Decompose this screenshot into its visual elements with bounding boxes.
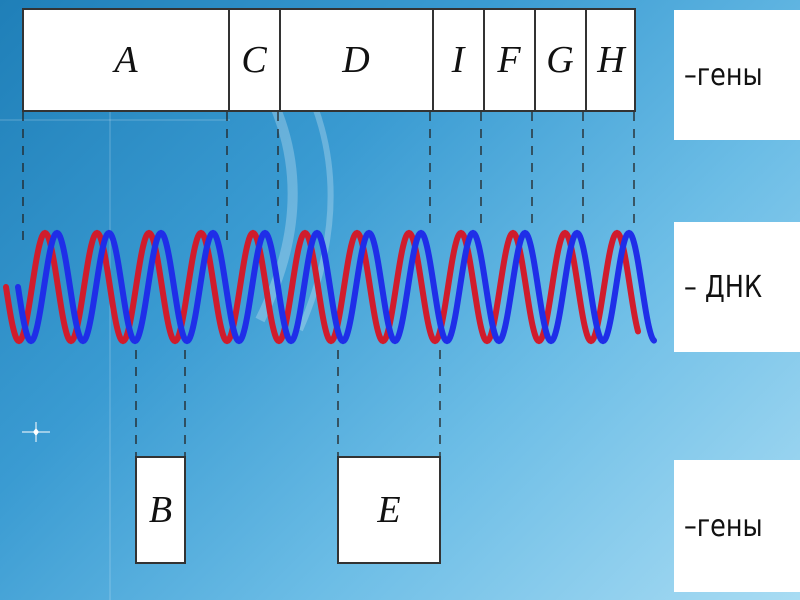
dna-strand-red bbox=[3, 229, 641, 345]
label-genes-top: –гены bbox=[674, 10, 800, 140]
gene-e: E bbox=[337, 456, 441, 564]
gene-divider bbox=[483, 10, 485, 110]
gene-divider bbox=[585, 10, 587, 110]
gene-f: F bbox=[497, 39, 521, 81]
dna-strand-blue bbox=[15, 229, 657, 345]
label-genes-bottom: –гены bbox=[674, 460, 800, 592]
gene-divider bbox=[534, 10, 536, 110]
gene-a: A bbox=[114, 39, 138, 81]
gene-d: D bbox=[342, 39, 370, 81]
gene-divider bbox=[228, 10, 230, 110]
gene-h: H bbox=[597, 39, 625, 81]
gene-i: I bbox=[451, 39, 465, 81]
gene-divider bbox=[279, 10, 281, 110]
gene-g: G bbox=[546, 39, 574, 81]
gene-c: C bbox=[241, 39, 267, 81]
label-dna: – ДНК bbox=[674, 222, 800, 352]
gene-divider bbox=[432, 10, 434, 110]
top-gene-bar: A C D I F G H bbox=[22, 8, 636, 112]
gene-b: B bbox=[135, 456, 186, 564]
